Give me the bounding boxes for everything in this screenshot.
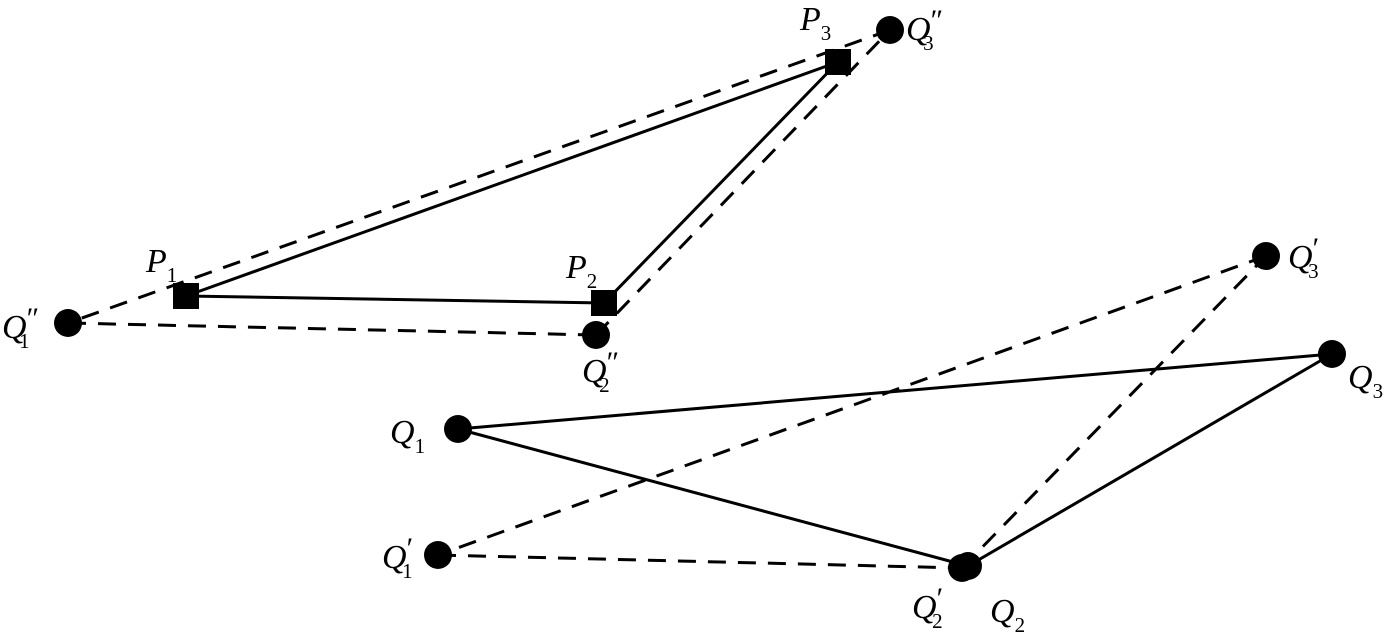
label-base-Q1: Q — [390, 414, 415, 451]
markers-layer — [54, 16, 1346, 582]
label-base-Q1dp: Q — [2, 309, 27, 346]
label-text-Q1dp: Q″1 — [2, 302, 39, 353]
point-label-Q3dp: Q″3 — [906, 4, 943, 55]
label-sub-Q2p: 2 — [932, 609, 943, 633]
point-label-Q1dp: Q″1 — [2, 302, 39, 353]
label-base-P3: P — [799, 1, 821, 38]
label-base-Q2p: Q — [912, 589, 937, 626]
point-marker-Q3[interactable] — [1318, 340, 1346, 368]
label-text-P3: P3 — [799, 1, 831, 45]
point-marker-P1[interactable] — [173, 283, 199, 309]
point-marker-Q3dp[interactable] — [876, 16, 904, 44]
label-text-Q2: Q2 — [990, 593, 1025, 637]
point-marker-P3[interactable] — [825, 49, 851, 75]
label-text-P2: P2 — [565, 249, 597, 293]
point-label-P3: P3 — [799, 1, 831, 45]
point-label-Q1: Q1 — [390, 414, 425, 458]
label-text-Q2dp: Q″2 — [582, 346, 619, 397]
label-base-Q1p: Q — [382, 539, 407, 576]
edge-P1-P2 — [185, 294, 605, 305]
point-label-Q3p: Q′3 — [1288, 232, 1319, 283]
label-prime-Q1dp: ″ — [27, 302, 40, 335]
point-marker-Q1p[interactable] — [424, 541, 452, 569]
edge-P3-P1 — [185, 60, 839, 298]
point-marker-P2[interactable] — [591, 290, 617, 316]
point-label-Q1p: Q′1 — [382, 532, 413, 583]
label-sub-P3: 3 — [821, 21, 832, 45]
label-base-Q2dp: Q — [582, 353, 607, 390]
label-text-Q3p: Q′3 — [1288, 232, 1319, 283]
point-label-Q2dp: Q″2 — [582, 346, 619, 397]
label-prime-Q3dp: ″ — [931, 4, 944, 37]
label-base-Q3p: Q — [1288, 239, 1313, 276]
edge-P2-P3 — [602, 60, 840, 305]
edge-Q1-Q2 — [457, 427, 969, 568]
label-sub-Q2: 2 — [1015, 613, 1026, 637]
point-label-Q3: Q3 — [1348, 359, 1383, 403]
label-text-Q1p: Q′1 — [382, 532, 413, 583]
label-prime-Q1p: ′ — [407, 532, 414, 565]
label-sub-Q1p: 1 — [402, 559, 413, 583]
label-sub-Q3: 3 — [1373, 379, 1384, 403]
label-base-P2: P — [565, 249, 587, 286]
edge-Q2-Q3 — [967, 352, 1333, 568]
label-prime-Q2dp: ″ — [607, 346, 620, 379]
point-label-P1: P1 — [145, 243, 177, 287]
label-text-Q3dp: Q″3 — [906, 4, 943, 55]
edge-Q3dp-Q1dp — [67, 28, 891, 325]
label-base-Q3: Q — [1348, 359, 1373, 396]
label-text-Q2p: Q′2 — [912, 582, 943, 633]
label-sub-Q1: 1 — [415, 434, 426, 458]
edge-Q3p-Q1p — [437, 254, 1267, 557]
point-marker-Q2p[interactable] — [948, 554, 976, 582]
label-base-Q3dp: Q — [906, 11, 931, 48]
label-sub-Q2dp: 2 — [599, 373, 610, 397]
label-sub-Q3dp: 3 — [923, 31, 934, 55]
point-label-Q2: Q2 — [990, 593, 1025, 637]
edge-Q2p-Q3p — [960, 254, 1268, 570]
label-text-Q1: Q1 — [390, 414, 425, 458]
edge-Q2dp-Q3dp — [594, 28, 892, 337]
label-sub-Q3p: 3 — [1308, 259, 1319, 283]
point-marker-Q2dp[interactable] — [582, 321, 610, 349]
label-base-Q2: Q — [990, 593, 1015, 630]
edge-Q1p-Q2p — [437, 553, 963, 570]
label-sub-P1: 1 — [167, 263, 178, 287]
label-prime-Q2p: ′ — [937, 582, 944, 615]
edges-layer — [67, 28, 1333, 570]
point-marker-Q1dp[interactable] — [54, 309, 82, 337]
point-marker-Q3p[interactable] — [1252, 242, 1280, 270]
label-sub-Q1dp: 1 — [19, 329, 30, 353]
edge-Q1dp-Q2dp — [67, 321, 597, 337]
label-sub-P2: 2 — [587, 269, 598, 293]
point-marker-Q1[interactable] — [444, 415, 472, 443]
label-text-Q3: Q3 — [1348, 359, 1383, 403]
point-label-P2: P2 — [565, 249, 597, 293]
label-prime-Q3p: ′ — [1313, 232, 1320, 265]
point-label-Q2p: Q′2 — [912, 582, 943, 633]
label-text-P1: P1 — [145, 243, 177, 287]
label-base-P1: P — [145, 243, 167, 280]
